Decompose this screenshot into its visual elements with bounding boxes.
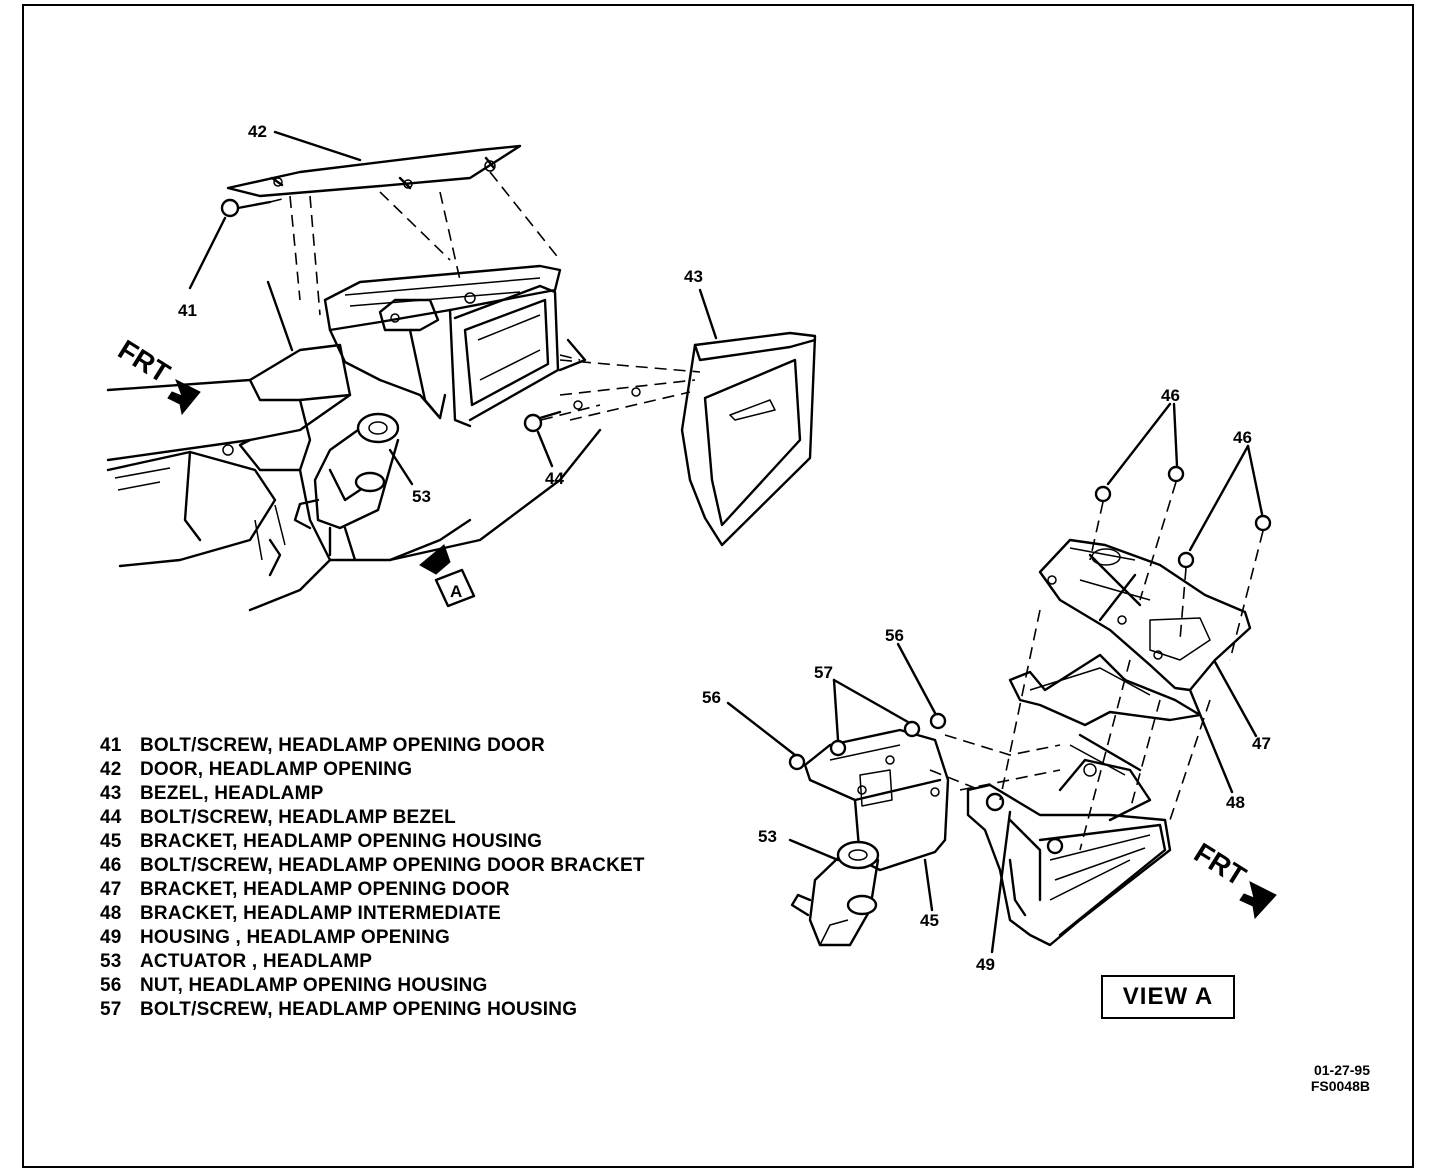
- door-bracket-47: [1038, 538, 1252, 692]
- callout-44: 44: [545, 469, 564, 488]
- stamp-date: 01-27-95: [1313, 1062, 1370, 1078]
- legend-number: 44: [100, 807, 122, 828]
- fasteners-56-57: [788, 712, 1061, 791]
- legend-item: 56 NUT, HEADLAMP OPENING HOUSING: [100, 974, 645, 998]
- bolts-46: [999, 465, 1272, 851]
- nut-56-left: [788, 753, 806, 771]
- callout-numbers: 42 41 43 44 53 46 46 56 57 56 47 48 53 4…: [178, 122, 1271, 974]
- diagram-frame: [22, 4, 1414, 1168]
- actuator-53-view-a: [790, 840, 880, 947]
- legend-number: 49: [100, 927, 122, 948]
- bolt-46-c: [1177, 551, 1195, 569]
- drawing-stamp: 01-27-95 FS0048B: [1262, 1062, 1370, 1094]
- legend-number: 41: [100, 735, 122, 756]
- legend-text: ACTUATOR , HEADLAMP: [140, 951, 373, 972]
- callout-56-left: 56: [702, 688, 721, 707]
- stamp-code: FS0048B: [1310, 1078, 1370, 1094]
- callout-41: 41: [178, 301, 197, 320]
- legend-text: BRACKET, HEADLAMP INTERMEDIATE: [140, 903, 502, 924]
- legend-text: BOLT/SCREW, HEADLAMP OPENING DOOR BRACKE…: [140, 855, 645, 876]
- bolt-57-left: [829, 739, 847, 757]
- view-a-title: VIEW A: [1101, 975, 1235, 1019]
- frt-label-main: FRT: [113, 334, 176, 389]
- callout-48: 48: [1226, 793, 1245, 812]
- callout-46-right: 46: [1233, 428, 1252, 447]
- legend-text: BOLT/SCREW, HEADLAMP OPENING DOOR: [140, 735, 545, 756]
- legend-text: BOLT/SCREW, HEADLAMP OPENING HOUSING: [140, 999, 578, 1020]
- callout-56-right: 56: [885, 626, 904, 645]
- main-view: FRT A: [106, 130, 817, 612]
- bolt-46-d: [1254, 514, 1272, 532]
- headlamp-housing-49: [966, 758, 1172, 947]
- callout-53-main: 53: [412, 487, 431, 506]
- view-a-marker: A: [419, 544, 476, 608]
- legend-item: 57 BOLT/SCREW, HEADLAMP OPENING HOUSING: [100, 998, 645, 1022]
- legend-number: 57: [100, 999, 122, 1020]
- frt-label-view-a: FRT: [1189, 837, 1252, 892]
- callout-53-view-a: 53: [758, 827, 777, 846]
- legend-number: 56: [100, 975, 122, 996]
- legend-item: 49 HOUSING , HEADLAMP OPENING: [100, 926, 645, 950]
- bolt-46-a: [1094, 485, 1112, 503]
- bolt-46-b: [1167, 465, 1185, 483]
- frt-arrow-main: FRT: [113, 334, 201, 416]
- parts-legend: 41 BOLT/SCREW, HEADLAMP OPENING DOOR 42 DO…: [100, 734, 645, 1022]
- legend-item: 46 BOLT/SCREW, HEADLAMP OPENING DOOR BRAC…: [100, 854, 645, 878]
- headlamp-housing-main: [323, 264, 562, 428]
- leader-lines-view-a: [726, 402, 1264, 954]
- legend-item: 44 BOLT/SCREW, HEADLAMP BEZEL: [100, 806, 645, 830]
- view-a-marker-letter: A: [450, 582, 462, 601]
- legend-text: BOLT/SCREW, HEADLAMP BEZEL: [140, 807, 456, 828]
- legend-number: 42: [100, 759, 122, 780]
- callout-49: 49: [976, 955, 995, 974]
- frt-arrowhead-view-a: [1239, 881, 1277, 920]
- legend-text: BRACKET, HEADLAMP OPENING HOUSING: [140, 831, 543, 852]
- bolt-57-right: [903, 720, 921, 738]
- legend-item: 48 BRACKET, HEADLAMP INTERMEDIATE: [100, 902, 645, 926]
- legend-item: 43 BEZEL, HEADLAMP: [100, 782, 645, 806]
- leader-lines-main: [188, 130, 718, 486]
- callout-43: 43: [684, 267, 703, 286]
- legend-item: 45 BRACKET, HEADLAMP OPENING HOUSING: [100, 830, 645, 854]
- frt-arrowhead-main: [167, 378, 201, 416]
- callout-47: 47: [1252, 734, 1271, 753]
- legend-item: 42 DOOR, HEADLAMP OPENING: [100, 758, 645, 782]
- legend-text: DOOR, HEADLAMP OPENING: [140, 759, 413, 780]
- view-a: FRT: [726, 402, 1277, 954]
- callout-46-left: 46: [1161, 386, 1180, 405]
- front-structure: [106, 280, 602, 612]
- legend-number: 53: [100, 951, 122, 972]
- legend-item: 47 BRACKET, HEADLAMP OPENING DOOR: [100, 878, 645, 902]
- callout-57: 57: [814, 663, 833, 682]
- nut-56-right: [929, 712, 947, 730]
- legend-text: BRACKET, HEADLAMP OPENING DOOR: [140, 879, 510, 900]
- view-a-arrowhead: [419, 544, 451, 575]
- legend-text: NUT, HEADLAMP OPENING HOUSING: [140, 975, 488, 996]
- legend-number: 48: [100, 903, 122, 924]
- bolt-44: [523, 404, 601, 433]
- legend-number: 45: [100, 831, 122, 852]
- bolt-41: [220, 197, 287, 218]
- callout-45: 45: [920, 911, 939, 930]
- legend-item: 41 BOLT/SCREW, HEADLAMP OPENING DOOR: [100, 734, 645, 758]
- headlamp-bezel: [558, 331, 817, 547]
- frt-arrow-view-a: FRT: [1189, 837, 1277, 920]
- actuator-53-main: [293, 412, 400, 562]
- callout-42: 42: [248, 122, 267, 141]
- legend-item: 53 ACTUATOR , HEADLAMP: [100, 950, 645, 974]
- headlamp-opening-door: [226, 144, 561, 316]
- legend-text: HOUSING , HEADLAMP OPENING: [140, 927, 450, 948]
- legend-number: 46: [100, 855, 122, 876]
- legend-text: BEZEL, HEADLAMP: [140, 783, 324, 804]
- legend-number: 47: [100, 879, 122, 900]
- legend-number: 43: [100, 783, 122, 804]
- housing-bracket-45: [803, 728, 950, 872]
